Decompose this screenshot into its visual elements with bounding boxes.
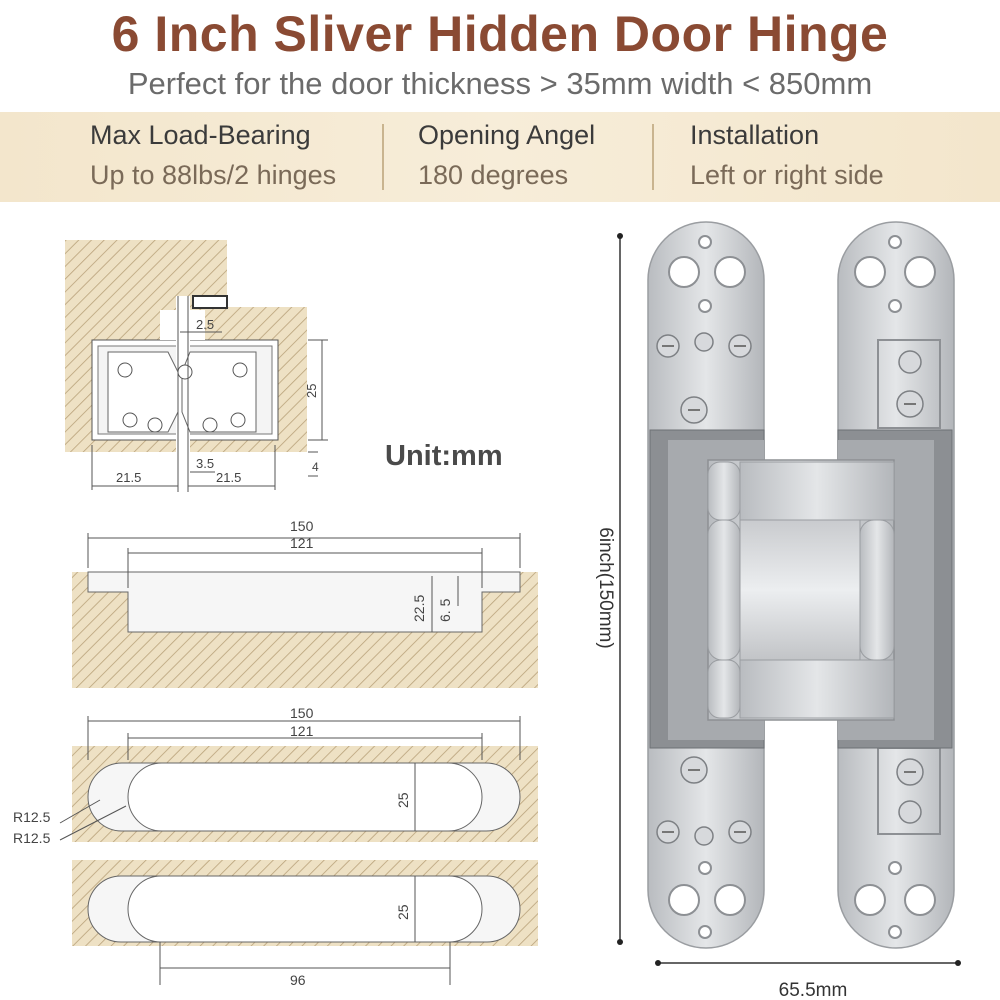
- dim-profile-step: 6. 5: [437, 598, 453, 622]
- dim-radius-inner: R12.5: [13, 830, 51, 846]
- spec-load-value: Up to 88lbs/2 hinges: [90, 160, 337, 190]
- dim-plan-inner: 121: [290, 723, 314, 739]
- dim-plan2-height: 25: [395, 904, 411, 920]
- section-labels: 2.5 25 4 21.5 3.5 21.5: [116, 317, 319, 485]
- plan-1-labels: 150 121 25 R12.5 R12.5: [13, 705, 411, 846]
- dim-side-depth: 25: [304, 384, 319, 398]
- section-view: [65, 240, 328, 492]
- dim-profile-depth: 22.5: [411, 595, 427, 622]
- unit-label: Unit:mm: [385, 440, 503, 472]
- dim-hinge-width: 65.5mm: [779, 980, 848, 1000]
- dim-right-width: 21.5: [216, 470, 241, 485]
- dim-hole-spacing: 96: [290, 972, 306, 988]
- dim-center-gap: 3.5: [196, 456, 214, 471]
- spec-divider: [652, 124, 654, 190]
- hinge-image: [617, 221, 961, 966]
- dim-plan-outer: 150: [290, 705, 314, 721]
- hinge-labels: 6inch(150mm) 65.5mm: [595, 527, 847, 1000]
- page-subtitle: Perfect for the door thickness > 35mm wi…: [127, 66, 873, 101]
- spec-band: Max Load-Bearing Up to 88lbs/2 hinges Op…: [0, 112, 1000, 202]
- dim-hinge-height: 6inch(150mm): [595, 527, 616, 648]
- dim-profile-outer: 150: [290, 518, 314, 534]
- spec-angle-value: 180 degrees: [418, 160, 569, 190]
- profile-labels: 150 121 22.5 6. 5: [290, 518, 453, 622]
- dim-top-gap: 2.5: [196, 317, 214, 332]
- dim-plan-height: 25: [395, 792, 411, 808]
- plan-2-labels: 25 96: [290, 904, 411, 988]
- dim-bottom-offset: 4: [312, 460, 319, 474]
- spec-divider: [382, 124, 384, 190]
- page-title: 6 Inch Sliver Hidden Door Hinge: [111, 6, 889, 62]
- profile-view: [72, 533, 538, 688]
- spec-angle-label: Opening Angel: [418, 120, 596, 150]
- spec-load-label: Max Load-Bearing: [90, 120, 311, 150]
- spec-install-label: Installation: [690, 120, 820, 150]
- plan-view-1: [59, 716, 538, 842]
- plan-view-2: [72, 860, 538, 985]
- spec-install-value: Left or right side: [690, 160, 884, 190]
- dim-radius-outer: R12.5: [13, 809, 51, 825]
- dim-profile-inner: 121: [290, 535, 314, 551]
- dim-left-width: 21.5: [116, 470, 141, 485]
